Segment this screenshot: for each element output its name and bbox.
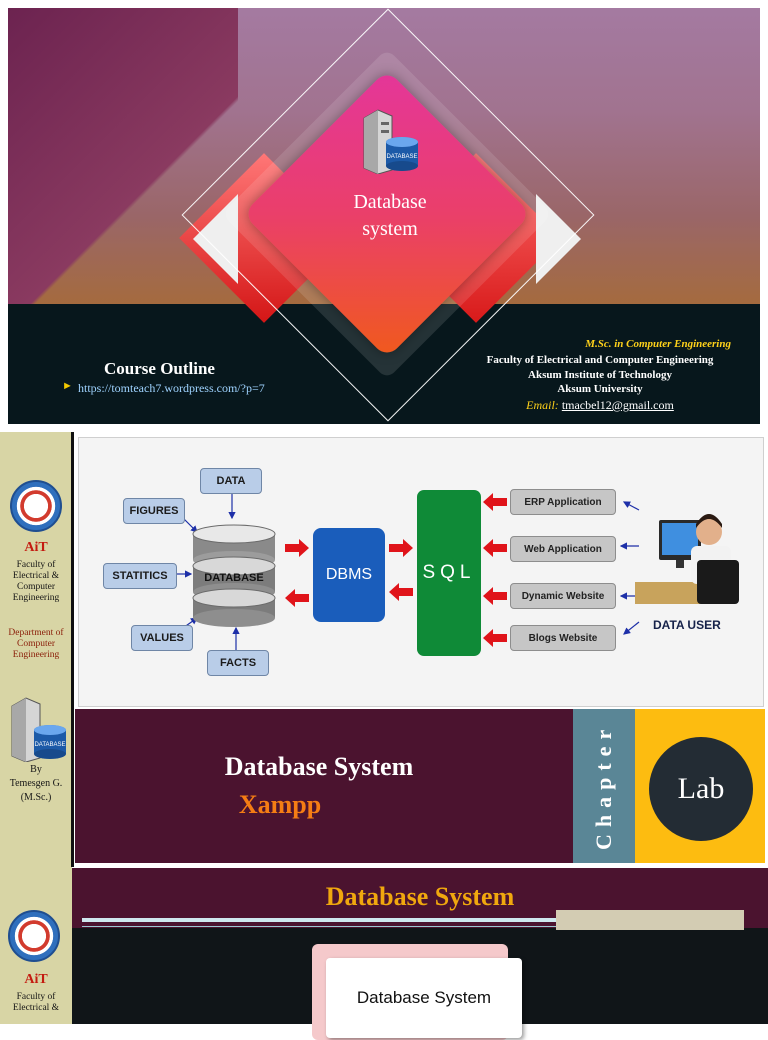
card-text: Database System bbox=[356, 988, 492, 1007]
slide-title-line1: Database bbox=[353, 191, 427, 213]
sidebar-faculty-line: Engineering bbox=[12, 593, 60, 603]
sidebar-divider bbox=[71, 432, 74, 867]
dbms-box: DBMS bbox=[313, 528, 385, 622]
diagram-connectors bbox=[177, 493, 739, 650]
section-title: Database System bbox=[325, 882, 515, 911]
sidebar-faculty-line: Electrical & bbox=[12, 571, 60, 581]
tan-accent-bar bbox=[556, 910, 744, 930]
sidebar-faculty-line: Electrical & bbox=[12, 1003, 60, 1013]
bullet-arrow-icon: ► bbox=[62, 380, 73, 392]
ait-logo-icon bbox=[10, 480, 62, 532]
right-white-triangle bbox=[536, 194, 581, 284]
email-line: Email: tmacbel12@gmail.com bbox=[468, 398, 732, 413]
sql-box: SQL bbox=[417, 490, 481, 656]
sidebar-by: By bbox=[30, 764, 42, 775]
statitics-box: STATITICS bbox=[103, 563, 177, 589]
facts-box: FACTS bbox=[207, 650, 269, 676]
dynamic-website-box: Dynamic Website bbox=[510, 583, 616, 609]
email-link[interactable]: tmacbel12@gmail.com bbox=[561, 398, 674, 412]
lab-badge: Lab bbox=[649, 737, 753, 841]
dbms-diagram: DATA FIGURES STATITICS VALUES FACTS DATA… bbox=[78, 437, 764, 707]
title-underline-thin bbox=[82, 926, 556, 927]
course-outline-link[interactable]: https://tomteach7.wordpress.com/?p=7 bbox=[78, 381, 265, 395]
database-cylinder-icon bbox=[192, 524, 276, 627]
data-user-icon bbox=[635, 514, 739, 604]
ait-logo-icon bbox=[8, 910, 60, 962]
left-white-triangle bbox=[193, 194, 238, 284]
institute-text: Aksum Institute of Technology bbox=[528, 369, 672, 381]
database-server-icon: DATABASE bbox=[11, 697, 66, 762]
sidebar-author: Temesgen G. bbox=[9, 778, 63, 789]
university-text: Aksum University bbox=[557, 383, 643, 395]
chapter-subtitle: Xampp bbox=[238, 790, 322, 819]
values-box: VALUES bbox=[131, 625, 193, 651]
sidebar-dept-line: Computer bbox=[17, 639, 55, 649]
figures-box: FIGURES bbox=[123, 498, 185, 524]
sidebar-dept-line: Engineering bbox=[12, 650, 60, 660]
sidebar-faculty-line: Computer bbox=[17, 582, 55, 592]
faculty-text: Faculty of Electrical and Computer Engin… bbox=[486, 354, 714, 366]
sidebar-faculty-line: Faculty of bbox=[16, 992, 56, 1002]
sidebar-faculty-line: Faculty of bbox=[16, 560, 56, 570]
course-outline-heading: Course Outline bbox=[104, 359, 215, 378]
sidebar-lower: AiT Faculty of Electrical & bbox=[0, 868, 72, 1024]
icon-caption: DATABASE bbox=[34, 742, 65, 748]
data-box: DATA bbox=[200, 468, 262, 494]
erp-application-box: ERP Application bbox=[510, 489, 616, 515]
sidebar-dept-line: Department of bbox=[8, 628, 64, 638]
data-user-label: DATA USER bbox=[653, 618, 721, 632]
sidebar-author-degree: (M.Sc.) bbox=[20, 792, 52, 803]
email-label: Email: bbox=[526, 398, 559, 412]
database-label: DATABASE bbox=[204, 572, 264, 584]
chapter-banner bbox=[75, 709, 573, 863]
sidebar-ait: AiT bbox=[24, 972, 48, 987]
red-flow-arrows bbox=[285, 493, 507, 647]
icon-caption: DATABASE bbox=[386, 154, 417, 160]
chapter-title: Database System bbox=[224, 752, 414, 781]
sidebar-faculty: Faculty of Electrical & Computer Enginee… bbox=[3, 560, 69, 604]
slide-title: Database system bbox=[308, 189, 472, 243]
chapter-strip bbox=[573, 709, 635, 863]
title-underline bbox=[82, 918, 556, 922]
degree-text: M.Sc. in Computer Engineering bbox=[585, 338, 731, 350]
sidebar-ait: AiT bbox=[24, 540, 48, 555]
database-server-icon: DATABASE bbox=[363, 109, 418, 174]
web-application-box: Web Application bbox=[510, 536, 616, 562]
slide-title-line2: system bbox=[362, 218, 418, 240]
title-slide: DATABASE Database system Course Outline … bbox=[8, 8, 760, 424]
sidebar-department: Department of Computer Engineering bbox=[3, 628, 69, 661]
sidebar: AiT Faculty of Electrical & Computer Eng… bbox=[0, 432, 72, 868]
blogs-website-box: Blogs Website bbox=[510, 625, 616, 651]
sidebar-faculty: Faculty of Electrical & bbox=[3, 992, 69, 1014]
chapter-word: Chapter bbox=[591, 722, 616, 850]
